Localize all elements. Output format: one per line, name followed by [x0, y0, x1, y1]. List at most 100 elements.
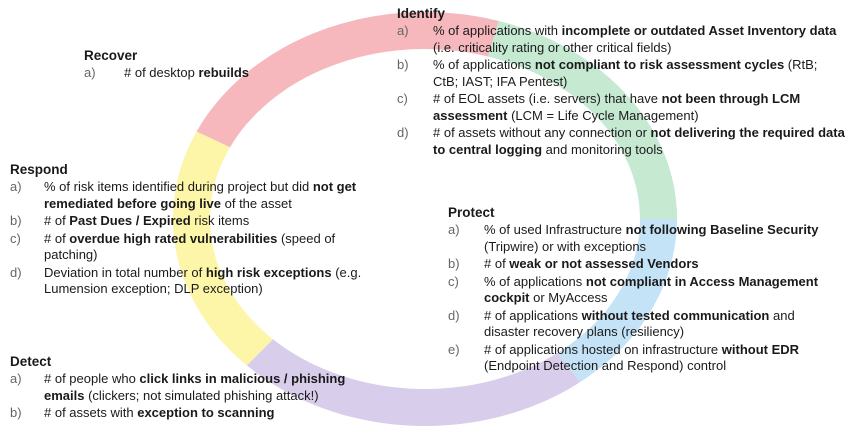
respond-item-text: # of overdue high rated vulnerabilities … — [44, 231, 380, 264]
protect-item-text: % of applications not compliant in Acces… — [484, 274, 843, 307]
text-run: (clickers; not simulated phishing attack… — [84, 387, 319, 403]
text-run: (RtB; CtB; IAST; IFA Pentest) — [433, 57, 818, 89]
text-run: click links in malicious / phishing emai… — [44, 371, 346, 403]
text-run: and monitoring tools — [542, 141, 663, 157]
detect-item-text: # of assets with exception to scanning — [44, 405, 385, 422]
protect-item-letter: b) — [448, 256, 460, 271]
respond-item-text: Deviation in total number of high risk e… — [44, 265, 380, 298]
identify-title: Identify — [397, 6, 446, 21]
text-run: (Tripwire) or with exceptions — [484, 238, 647, 254]
text-run: not compliant to risk assessment cycles — [534, 57, 785, 72]
text-run: # of EOL assets (i.e. servers) that have — [433, 91, 662, 106]
detect-item-text: # of people who click links in malicious… — [44, 371, 385, 404]
text-run: not compliant in Access Management cockp… — [484, 273, 819, 306]
text-run: Past Dues / Expired — [69, 213, 191, 228]
text-run: % of used Infrastructure — [484, 222, 626, 237]
identify-item: b) % of applications not compliant to ris… — [397, 57, 845, 90]
protect-block: Protect a) % of used Infrastructure not f… — [448, 205, 843, 376]
ring-segment-protect — [246, 339, 581, 426]
protect-item-letter: d) — [448, 307, 460, 323]
protect-item: a) % of used Infrastructure not following… — [448, 222, 843, 255]
detect-item: a) # of people who click links in malicio… — [10, 371, 385, 404]
text-run: # of desktop — [124, 65, 199, 80]
protect-item: e) # of applications hosted on infrastruc… — [448, 342, 843, 375]
detect-item-letter: a) — [10, 371, 22, 386]
identify-block: Identify a) % of applications with incomp… — [397, 6, 845, 159]
respond-item-letter: d) — [10, 264, 22, 280]
recover-item-text: # of desktop rebuilds — [124, 65, 284, 82]
text-run: # of people who — [44, 371, 140, 386]
respond-item: b) # of Past Dues / Expired risk items — [10, 213, 380, 230]
respond-title: Respond — [10, 162, 68, 177]
identify-item-letter: d) — [397, 125, 409, 140]
text-run: overdue high rated vulnerabilities — [69, 230, 278, 246]
respond-item-text: % of risk items identified during projec… — [44, 179, 380, 212]
text-run: not delivering the required data to cent… — [433, 125, 845, 157]
text-run: or MyAccess — [529, 290, 608, 305]
protect-item-letter: e) — [448, 341, 460, 357]
text-run: % of risk items identified during projec… — [44, 179, 313, 194]
text-run: # of — [484, 256, 510, 271]
ring-segment-recover — [487, 21, 677, 219]
identify-item-text: # of assets without any connection or no… — [433, 125, 845, 158]
protect-item-text: # of applications hosted on infrastructu… — [484, 342, 843, 375]
text-run: not get remediated before going live — [44, 179, 357, 211]
text-run: and disaster recovery plans (resiliency) — [484, 307, 795, 340]
text-run: # of assets with — [44, 405, 138, 420]
text-run: risk items — [190, 213, 250, 228]
respond-item-letter: b) — [10, 213, 22, 228]
detect-item: b) # of assets with exception to scanning — [10, 405, 385, 422]
protect-item-text: # of weak or not assessed Vendors — [484, 256, 843, 273]
text-run: of the asset — [221, 195, 292, 211]
detect-item-letter: b) — [10, 405, 22, 420]
text-run: not been through LCM assessment — [433, 91, 801, 123]
protect-item-letter: a) — [448, 222, 460, 237]
text-run: # of — [44, 230, 70, 246]
recover-title: Recover — [84, 48, 138, 63]
respond-block: Respond a) % of risk items identified dur… — [10, 162, 380, 299]
text-run: # of applications hosted on infrastructu… — [484, 341, 722, 357]
ring-segment-detect — [173, 131, 273, 366]
respond-item: c)# of overdue high rated vulnerabilitie… — [10, 231, 380, 264]
recover-block: Recover a) # of desktop rebuilds — [84, 48, 284, 83]
text-run: (Endpoint Detection and Respond) control — [484, 358, 727, 373]
text-run: (speed of patching) — [44, 230, 336, 263]
text-run: % of applications with — [433, 23, 562, 38]
protect-item: c)% of applications not compliant in Acc… — [448, 274, 843, 307]
text-run: (e.g. Lumension exception; DLP exception… — [44, 264, 362, 297]
text-run: incomplete or outdated Asset Inventory d… — [561, 23, 837, 38]
text-run: Deviation in total number of — [44, 264, 206, 280]
text-run: rebuilds — [198, 65, 250, 80]
identify-item-letter: c) — [397, 91, 408, 106]
respond-item: a) % of risk items identified during proj… — [10, 179, 380, 212]
protect-item-text: # of applications without tested communi… — [484, 308, 843, 341]
recover-item: a) # of desktop rebuilds — [84, 65, 284, 82]
identify-item-letter: b) — [397, 57, 409, 72]
recover-item-letter: a) — [84, 65, 96, 80]
identify-item-text: % of applications not compliant to risk … — [433, 57, 845, 90]
identify-item: d) # of assets without any connection or … — [397, 125, 845, 158]
respond-item-letter: a) — [10, 179, 22, 194]
detect-block: Detect a) # of people who click links in … — [10, 354, 385, 423]
detect-title: Detect — [10, 354, 52, 369]
respond-item-text: # of Past Dues / Expired risk items — [44, 213, 380, 230]
identify-item-text: # of EOL assets (i.e. servers) that have… — [433, 91, 845, 124]
identify-item-text: % of applications with incomplete or out… — [433, 23, 845, 56]
ring-segment-respond — [196, 12, 499, 148]
identify-item-letter: a) — [397, 23, 409, 38]
text-run: high risk exceptions — [205, 264, 332, 280]
text-run: without tested communication — [581, 307, 770, 323]
protect-title: Protect — [448, 205, 495, 220]
text-run: % of applications — [433, 57, 535, 72]
identify-item: c) # of EOL assets (i.e. servers) that ha… — [397, 91, 845, 124]
text-run: # of — [44, 213, 70, 228]
identify-item: a) % of applications with incomplete or o… — [397, 23, 845, 56]
text-run: (LCM = Life Cycle Management) — [507, 107, 699, 123]
text-run: not following Baseline Security — [625, 222, 819, 237]
protect-item: b) # of weak or not assessed Vendors — [448, 256, 843, 273]
text-run: % of applications — [484, 273, 586, 289]
text-run: exception to scanning — [137, 405, 275, 420]
respond-item: d) Deviation in total number of high risk… — [10, 265, 380, 298]
protect-item-text: % of used Infrastructure not following B… — [484, 222, 843, 255]
